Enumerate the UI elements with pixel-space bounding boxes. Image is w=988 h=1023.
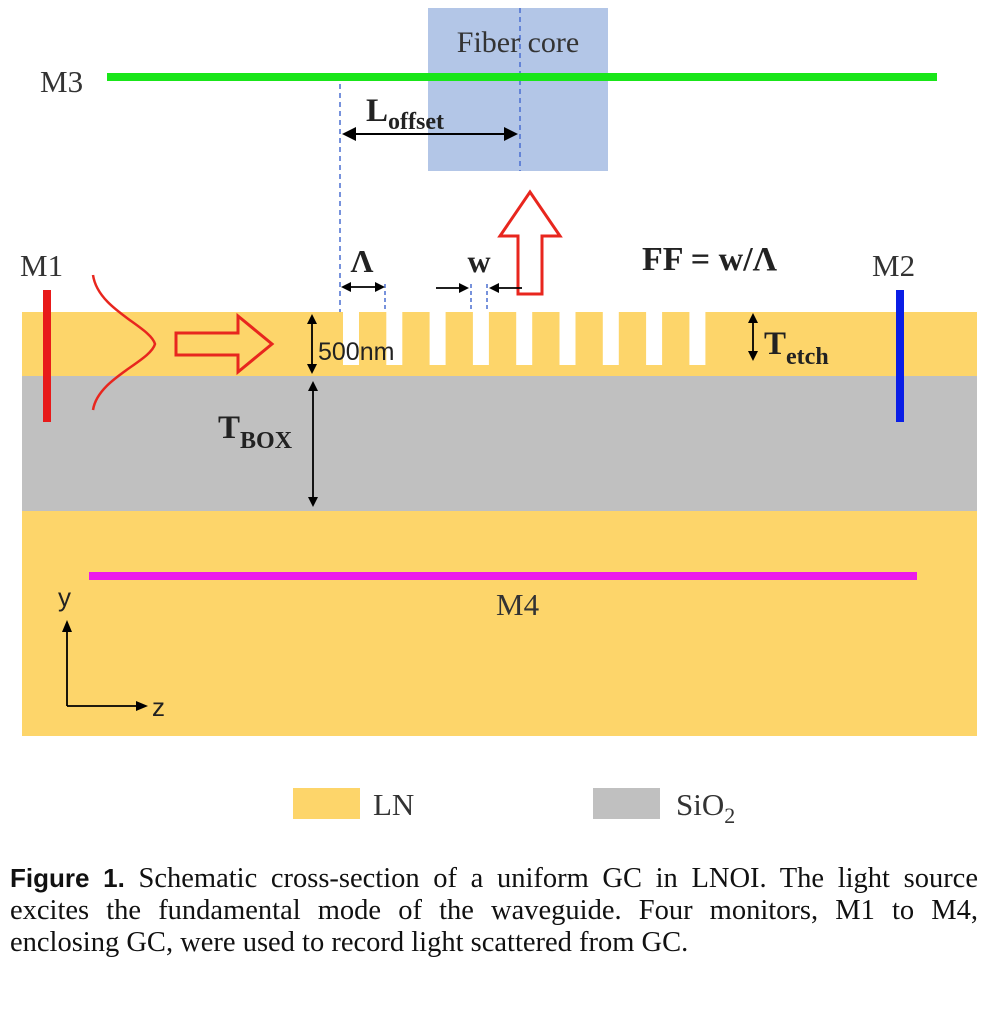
t-box-label: TBOX bbox=[218, 410, 293, 454]
fiber-core-label: Fiber core bbox=[457, 26, 579, 59]
axis-z-label: z bbox=[152, 692, 165, 722]
w-arrowhead-left bbox=[459, 283, 469, 293]
offset-arrowhead-right bbox=[504, 127, 518, 141]
axis-y-arrowhead bbox=[62, 620, 72, 632]
grating-etch-gap bbox=[646, 312, 663, 365]
grating-etch-gap bbox=[516, 312, 533, 365]
box-arrowhead-top bbox=[308, 381, 318, 391]
grating-etch-gap bbox=[559, 312, 576, 365]
thickness-arrowhead-bottom bbox=[307, 364, 317, 374]
grating-etch-gap bbox=[472, 312, 489, 365]
output-light-arrow-icon bbox=[497, 189, 563, 296]
axis-z-arrowhead bbox=[136, 701, 148, 711]
figure-caption: Figure 1. Schematic cross-section of a u… bbox=[10, 862, 978, 959]
input-light-arrow-icon bbox=[174, 312, 275, 376]
fill-factor-label: FF = w/Λ bbox=[642, 241, 778, 278]
legend-sio2-label: SiO2 bbox=[676, 787, 735, 828]
m4-label: M4 bbox=[496, 587, 540, 622]
thickness-arrowhead-top bbox=[307, 314, 317, 324]
grating-etch-gap bbox=[429, 312, 446, 365]
l-offset-label: Loffset bbox=[366, 93, 444, 135]
t-etch-label: Tetch bbox=[764, 326, 829, 370]
ln-substrate-layer bbox=[22, 511, 977, 736]
gc-schematic-figure: Fiber core M3 Loffset Λ w FF = w/Λ M1 50… bbox=[20, 8, 977, 828]
legend-sio2-swatch bbox=[593, 788, 660, 819]
grating-etch-gap bbox=[689, 312, 706, 365]
ln-waveguide-layer bbox=[22, 312, 977, 376]
etch-arrowhead-bottom bbox=[748, 351, 758, 361]
box-arrowhead-bottom bbox=[308, 497, 318, 507]
m3-label: M3 bbox=[40, 64, 83, 99]
axis-y-label: y bbox=[58, 582, 71, 612]
etch-arrowhead-top bbox=[748, 313, 758, 323]
legend-ln-swatch bbox=[293, 788, 360, 819]
grating-etch-gap bbox=[602, 312, 619, 365]
lambda-arrowhead-right bbox=[375, 282, 385, 292]
w-arrowhead-right bbox=[489, 283, 499, 293]
fiber-core bbox=[428, 8, 608, 171]
grating-etch-gap bbox=[386, 312, 403, 365]
caption-figure-label: Figure 1. bbox=[10, 863, 125, 893]
caption-text: Schematic cross-section of a uniform GC … bbox=[10, 863, 978, 958]
w-label: w bbox=[467, 243, 490, 279]
sio2-box-layer bbox=[22, 376, 977, 511]
m1-label: M1 bbox=[20, 248, 63, 283]
lambda-arrowhead-left bbox=[341, 282, 351, 292]
offset-arrowhead-left bbox=[342, 127, 356, 141]
legend-ln-label: LN bbox=[373, 787, 414, 822]
thickness-label: 500nm bbox=[318, 338, 394, 366]
m2-label: M2 bbox=[872, 248, 915, 283]
grating-etch-gap bbox=[343, 312, 359, 365]
lambda-label: Λ bbox=[351, 243, 374, 279]
grating-teeth bbox=[343, 312, 706, 365]
mode-profile-curve bbox=[91, 274, 157, 411]
